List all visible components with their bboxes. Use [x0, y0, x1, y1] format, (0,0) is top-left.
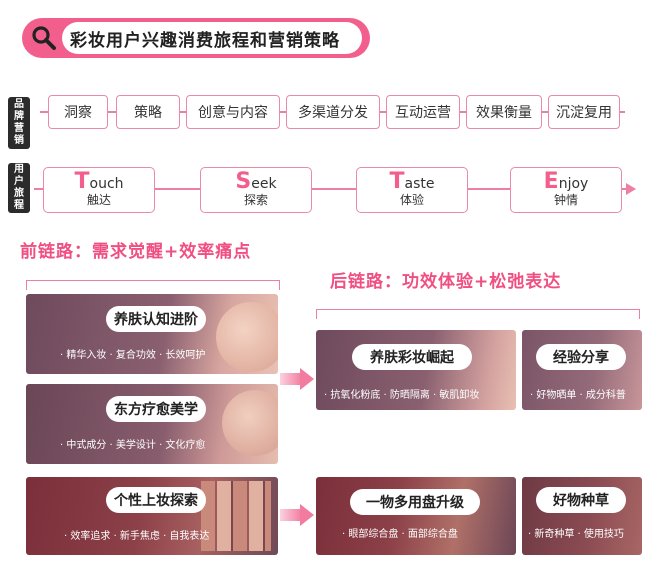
back-chain-heading: 后链路：功效体验+松弛表达	[330, 272, 562, 292]
journey-touch: Touch 触达	[43, 167, 155, 213]
user-journey-tag: 用户 旅程	[8, 163, 30, 213]
journey-taste: Taste 体验	[356, 167, 468, 213]
card-title: 养肤认知进阶	[106, 306, 206, 332]
card-tags: · 新奇种草 · 使用技巧	[528, 529, 624, 540]
brand-marketing-tag: 品牌 营销	[8, 97, 30, 149]
card-personal-makeup: 个性上妆探索 · 效率追求 · 新手焦虑 · 自我表达	[26, 477, 278, 555]
card-multi-use-palette: 一物多用盘升级 · 眼部综合盘 · 面部综合盘	[316, 477, 516, 555]
card-title: 养肤彩妆崛起	[352, 344, 472, 370]
journey-connector	[34, 188, 628, 190]
card-skincare-cognition: 养肤认知进阶 · 精华入妆 · 复合功效 · 长效呵护	[26, 294, 278, 374]
front-chain-brace	[26, 280, 280, 290]
flow-arrow-stem	[280, 509, 302, 521]
journey-seek: Seek 探索	[200, 167, 312, 213]
search-icon	[32, 26, 56, 50]
card-tags: · 精华入妆 · 复合功效 · 长效呵护	[60, 350, 206, 361]
flow-arrow	[300, 504, 314, 526]
card-title: 一物多用盘升级	[350, 489, 480, 515]
palette-photo	[201, 481, 271, 551]
journey-arrowhead	[626, 183, 636, 195]
cosmetics-photo	[216, 302, 278, 372]
cosmetics-photo	[222, 390, 278, 456]
card-skincare-makeup-rise: 养肤彩妆崛起 · 抗氧化粉底 · 防晒隔离 · 敏肌卸妆	[316, 330, 516, 410]
step-engagement: 互动运营	[386, 95, 460, 129]
front-chain-heading: 前链路：需求觉醒+效率痛点	[20, 242, 252, 262]
card-tags: · 抗氧化粉底 · 防晒隔离 · 敏肌卸妆	[324, 390, 480, 401]
step-creative: 创意与内容	[186, 95, 280, 129]
card-tags: · 好物晒单 · 成分科普	[530, 390, 626, 401]
step-measurement: 效果衡量	[466, 95, 542, 129]
step-strategy: 策略	[116, 95, 180, 129]
card-product-recommendation: 好物种草 · 新奇种草 · 使用技巧	[522, 477, 642, 555]
card-title: 经验分享	[536, 344, 626, 370]
card-experience-sharing: 经验分享 · 好物晒单 · 成分科普	[522, 330, 642, 410]
journey-enjoy: Enjoy 钟情	[510, 167, 622, 213]
card-tags: · 中式成分 · 美学设计 · 文化疗愈	[60, 440, 206, 451]
step-insight: 洞察	[48, 95, 108, 129]
back-chain-brace	[316, 309, 640, 319]
flow-arrow	[300, 368, 314, 390]
flow-arrow-stem	[280, 373, 302, 385]
step-reuse: 沉淀复用	[548, 95, 620, 129]
card-tags: · 效率追求 · 新手焦虑 · 自我表达	[64, 531, 210, 542]
page-title: 彩妆用户兴趣消费旅程和营销策略	[62, 22, 362, 54]
step-distribution: 多渠道分发	[286, 95, 380, 129]
card-tags: · 眼部综合盘 · 面部综合盘	[342, 529, 458, 540]
card-title: 东方疗愈美学	[106, 396, 206, 422]
card-title: 个性上妆探索	[106, 487, 206, 513]
card-oriental-aesthetics: 东方疗愈美学 · 中式成分 · 美学设计 · 文化疗愈	[26, 384, 278, 464]
card-title: 好物种草	[536, 487, 626, 513]
